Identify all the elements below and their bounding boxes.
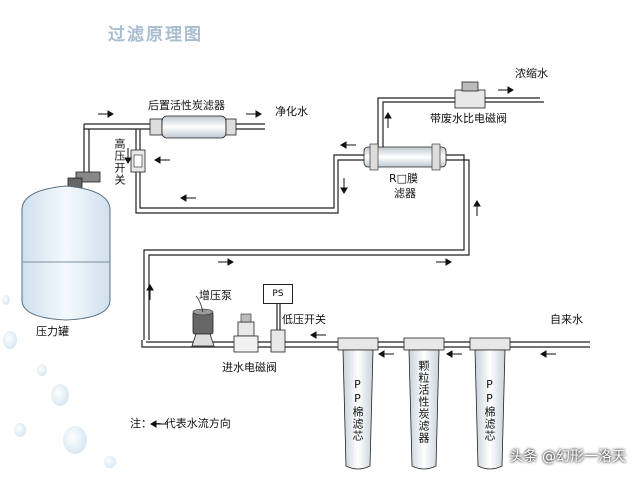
flow-arrow xyxy=(154,156,170,164)
legend-note: 注：← 代表水流方向 xyxy=(130,417,231,430)
ro-membrane-housing xyxy=(363,143,447,171)
flow-arrow xyxy=(384,112,392,128)
label-ro-membrane-1: R□膜 xyxy=(389,172,419,185)
high-pressure-switch xyxy=(130,149,146,173)
label-ro-membrane-2: 滤器 xyxy=(394,187,416,200)
flow-arrow xyxy=(218,258,234,266)
pp-filter-housing-b xyxy=(469,337,511,470)
carbon-filter-housing xyxy=(403,337,445,470)
watermark: 头条 @幻形一洛天 xyxy=(509,449,626,465)
label-pp-filter-a: PP棉滤芯 xyxy=(351,378,364,442)
post-carbon-filter xyxy=(149,115,237,139)
label-tap-water: 自来水 xyxy=(550,313,583,326)
label-post-filter: 后置活性炭滤器 xyxy=(148,99,225,112)
pp-filter-housing-a xyxy=(337,337,379,470)
flow-arrow xyxy=(124,148,132,164)
flow-arrow xyxy=(340,141,356,149)
flow-arrows xyxy=(98,86,556,428)
booster-pump xyxy=(191,308,215,347)
flow-arrow xyxy=(540,350,556,358)
label-concentrate: 浓缩水 xyxy=(515,67,548,80)
ps-box: PS xyxy=(263,284,293,304)
water-drops-decoration xyxy=(2,295,116,468)
leader-line xyxy=(195,295,204,313)
pressure-tank xyxy=(21,171,111,321)
flow-arrow xyxy=(310,331,326,339)
flow-arrow xyxy=(473,200,481,216)
flow-arrow xyxy=(98,110,114,118)
flow-arrow xyxy=(436,258,452,266)
diagram-title: 过滤原理图 xyxy=(108,25,203,45)
flow-arrow xyxy=(498,86,514,94)
flow-arrow xyxy=(446,350,462,358)
inlet-solenoid-valve xyxy=(233,313,259,353)
flow-arrow xyxy=(378,350,394,358)
label-low-pressure-switch: 低压开关 xyxy=(282,313,326,326)
label-waste-ratio-valve: 带废水比电磁阀 xyxy=(430,112,507,125)
label-carbon-filter: 颗粒活性炭滤器 xyxy=(417,360,430,444)
flow-arrow xyxy=(340,178,348,194)
flow-arrow xyxy=(146,284,154,300)
label-pp-filter-b: PP棉滤芯 xyxy=(483,378,496,442)
label-high-pressure-switch: 高压开关 xyxy=(113,138,126,186)
label-pure-water: 净化水 xyxy=(275,105,308,118)
flow-arrow xyxy=(180,194,196,202)
label-pressure-tank: 压力罐 xyxy=(36,325,69,338)
legend-arrow xyxy=(150,420,168,428)
low-pressure-switch xyxy=(270,329,286,353)
label-inlet-valve: 进水电磁阀 xyxy=(222,361,277,374)
flow-arrow xyxy=(246,110,262,118)
waste-ratio-valve xyxy=(454,81,486,109)
label-booster-pump: 增压泵 xyxy=(199,289,232,302)
